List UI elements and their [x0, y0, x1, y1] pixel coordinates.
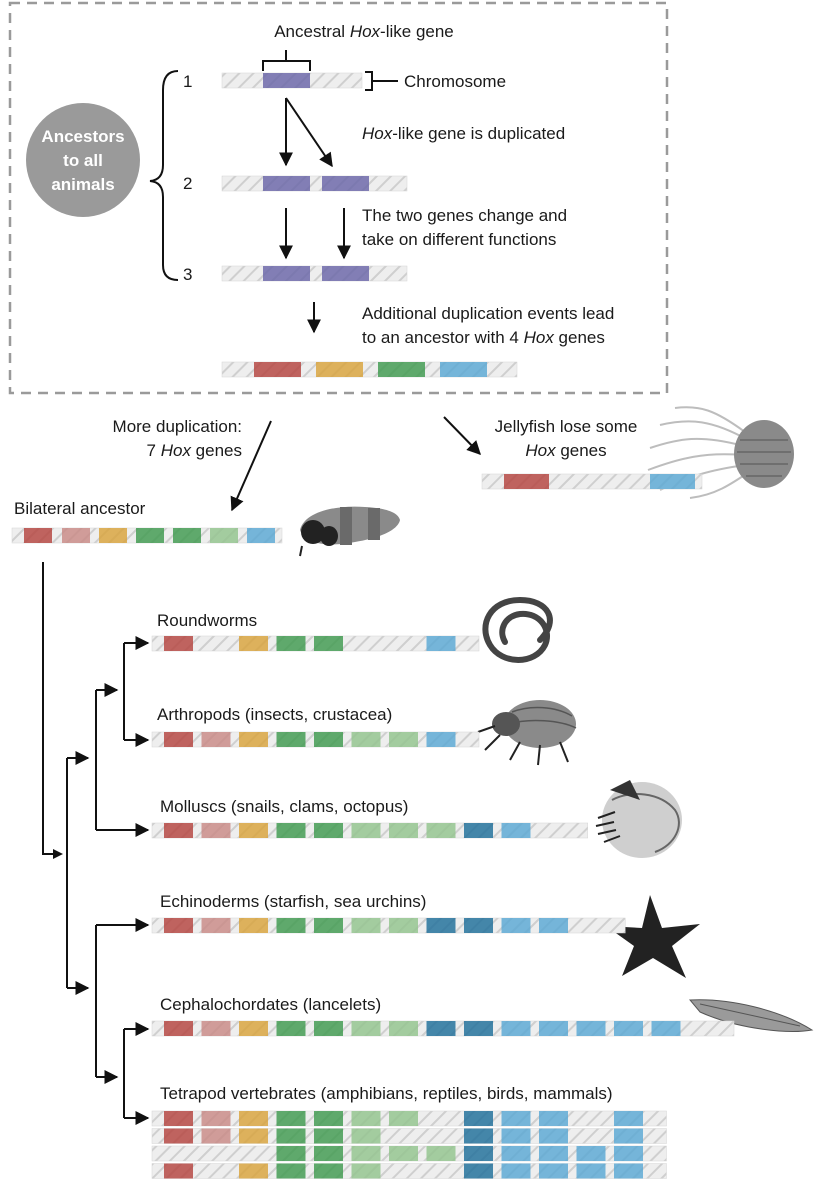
- roundworms-chromosome: [151, 635, 480, 652]
- bilateral-ancestor-icon: [299, 506, 400, 557]
- ancestor-dashed-box: [8, 1, 669, 395]
- group-molluscs: Molluscs (snails, clams, octopus): [160, 797, 408, 816]
- circle-line-3: animals: [51, 175, 114, 194]
- chromosome-4-hox: [221, 361, 518, 378]
- ancestral-gene-label: Ancestral Hox-like gene: [274, 22, 454, 41]
- circle-line-1: Ancestors: [41, 127, 124, 146]
- more-dup-line-2: 7 Hox genes: [147, 441, 242, 460]
- duplicated-label: Hox-like gene is duplicated: [362, 124, 565, 143]
- chromosome-label: Chromosome: [404, 72, 506, 91]
- arrow-to-jellyfish: [443, 416, 481, 456]
- group-arthropods: Arthropods (insects, crustacea): [157, 705, 392, 724]
- change-line-1: The two genes change and: [362, 206, 567, 225]
- group-cephalochordates: Cephalochordates (lancelets): [160, 995, 381, 1014]
- arrow-to-bilateral: [230, 420, 272, 512]
- tetrapod-chromosome-4: [151, 1163, 667, 1179]
- starfish-icon: [606, 895, 700, 978]
- group-echinoderms: Echinoderms (starfish, sea urchins): [160, 892, 426, 911]
- chromosome-step-3: [221, 265, 408, 282]
- phylogeny-tree: [42, 562, 150, 1125]
- additional-line-2: to an ancestor with 4 Hox genes: [362, 328, 605, 347]
- gene-bracket: [262, 50, 311, 71]
- ancestors-circle: Ancestors to all animals: [26, 103, 140, 217]
- tetrapod-chromosome-3: [151, 1145, 667, 1162]
- echinoderms-chromosome: [151, 917, 626, 934]
- tetrapod-chromosome-1: [151, 1110, 667, 1127]
- roundworm-icon: [482, 596, 553, 663]
- bilateral-chromosome: [11, 527, 283, 544]
- jellyfish-line-1: Jellyfish lose some: [495, 417, 638, 436]
- arrow-dup-right: [285, 97, 333, 168]
- tree-join-arrow: [53, 849, 63, 859]
- tetrapod-chromosome-2: [151, 1128, 667, 1144]
- chromosome-step-1: [221, 72, 363, 89]
- curly-brace: [149, 70, 179, 281]
- step-3: 3: [183, 265, 192, 284]
- arthropods-chromosome: [151, 731, 480, 748]
- group-roundworms: Roundworms: [157, 611, 257, 630]
- group-tetrapods: Tetrapod vertebrates (amphibians, reptil…: [160, 1084, 613, 1103]
- additional-line-1: Additional duplication events lead: [362, 304, 614, 323]
- circle-line-2: to all: [63, 151, 103, 170]
- chromosome-step-2: [221, 175, 408, 192]
- jellyfish-line-2: Hox genes: [525, 441, 606, 460]
- cephalochordates-chromosome: [151, 1020, 735, 1037]
- step-1: 1: [183, 72, 192, 91]
- change-line-2: take on different functions: [362, 230, 556, 249]
- beetle-icon: [477, 700, 577, 766]
- nautilus-icon: [595, 780, 682, 858]
- step-2: 2: [183, 174, 192, 193]
- more-dup-line-1: More duplication:: [113, 417, 242, 436]
- jellyfish-chromosome: [481, 473, 703, 490]
- molluscs-chromosome: [151, 822, 588, 839]
- chromosome-bracket: [365, 71, 398, 91]
- bilateral-label: Bilateral ancestor: [14, 499, 146, 518]
